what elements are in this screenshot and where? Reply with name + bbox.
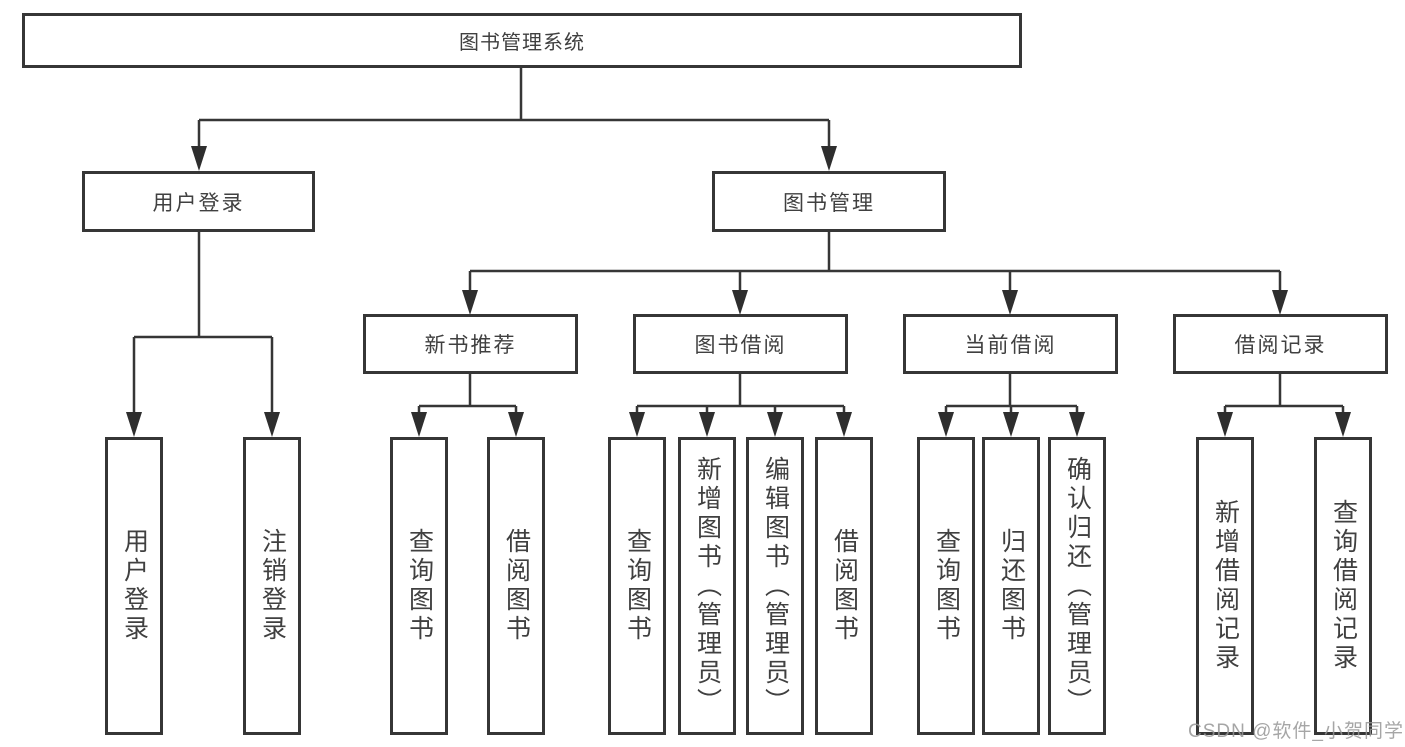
node-book-management: 图书管理 (712, 171, 946, 232)
leaf-user-login: 用户登录 (105, 437, 163, 735)
leaf-borrow-books-borrowing: 借阅图书 (815, 437, 873, 735)
node-user-login: 用户登录 (82, 171, 315, 232)
node-book-borrowing: 图书借阅 (633, 314, 848, 374)
node-borrowing-records: 借阅记录 (1173, 314, 1388, 374)
node-library-management-system: 图书管理系统 (22, 13, 1022, 68)
leaf-confirm-return-admin: 确认归还（管理员） (1048, 437, 1106, 735)
leaf-add-books-admin: 新增图书（管理员） (678, 437, 736, 735)
csdn-watermark: CSDN @软件_小贺同学 (1188, 721, 1404, 742)
leaf-query-books-borrowing: 查询图书 (608, 437, 666, 735)
node-new-book-recommendation: 新书推荐 (363, 314, 578, 374)
leaf-query-books-current: 查询图书 (917, 437, 975, 735)
leaf-logout: 注销登录 (243, 437, 301, 735)
leaf-edit-books-admin: 编辑图书（管理员） (746, 437, 804, 735)
node-current-borrowing: 当前借阅 (903, 314, 1118, 374)
leaf-borrow-books-recommend: 借阅图书 (487, 437, 545, 735)
leaf-query-borrow-record: 查询借阅记录 (1314, 437, 1372, 735)
leaf-add-borrow-record: 新增借阅记录 (1196, 437, 1254, 735)
leaf-return-books: 归还图书 (982, 437, 1040, 735)
leaf-query-books-recommend: 查询图书 (390, 437, 448, 735)
